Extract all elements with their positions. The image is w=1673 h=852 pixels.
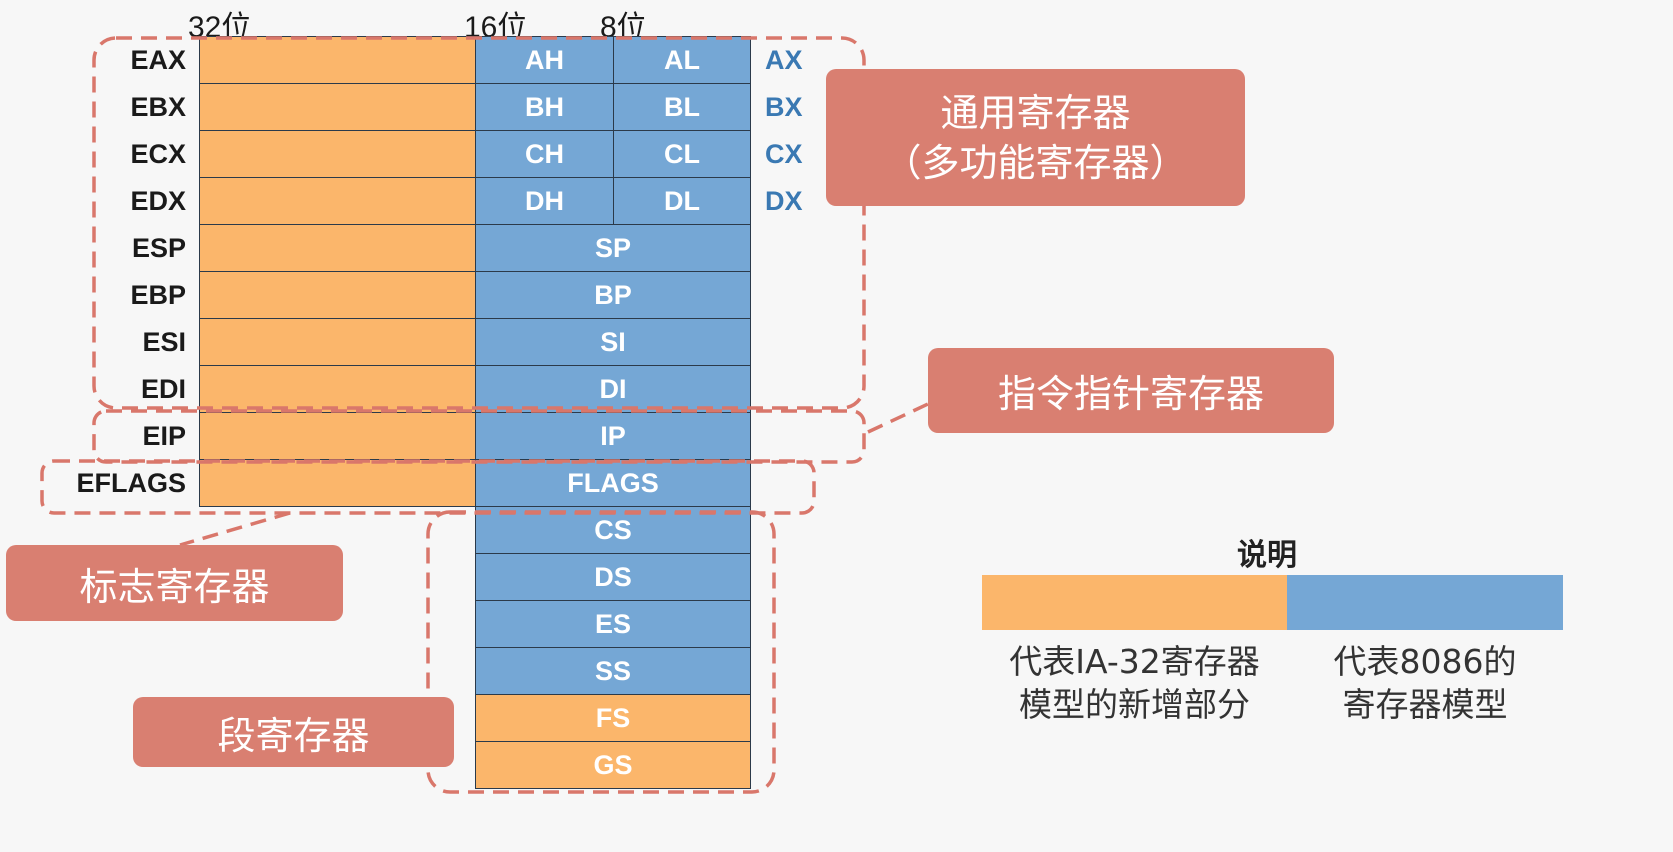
reg-upper-ecx (199, 130, 476, 178)
legend-swatch-8086 (1287, 575, 1563, 630)
reg-name-eflags: EFLAGS (76, 468, 186, 498)
reg-16-flags: FLAGS (475, 459, 751, 507)
seg-reg-ds: DS (475, 553, 751, 601)
reg-16-sp: SP (475, 224, 751, 272)
legend-ia32-line1: 代表IA-32寄存器 (1009, 642, 1260, 681)
reg-upper-ebp (199, 271, 476, 319)
reg-name-ecx: ECX (130, 139, 186, 169)
legend-swatch-ia32 (982, 575, 1287, 630)
reg-upper-eflags (199, 459, 476, 507)
general-label-line1: 通用寄存器 (940, 90, 1131, 135)
reg-name-ebp: EBP (130, 280, 186, 310)
general-group-outline (92, 36, 866, 410)
flags-group-outline (40, 459, 816, 515)
reg-low-dl: DL (613, 177, 751, 225)
legend-text-8086: 代表8086的 寄存器模型 (1287, 640, 1563, 726)
reg-x-cx: CX (765, 139, 803, 169)
seg-reg-fs: FS (475, 694, 751, 742)
ip-group-outline (92, 409, 866, 464)
general-label-line2: （多功能寄存器） (883, 140, 1188, 185)
reg-name-ebx: EBX (130, 92, 186, 122)
reg-low-bl: BL (613, 83, 751, 131)
flags-connector (179, 511, 291, 547)
general-registers-label: 通用寄存器 （多功能寄存器） (826, 69, 1245, 206)
reg-low-cl: CL (613, 130, 751, 178)
ip-connector (867, 402, 929, 434)
seg-reg-ss: SS (475, 647, 751, 695)
legend-ia32-line2: 模型的新增部分 (1019, 685, 1250, 724)
reg-name-esp: ESP (131, 233, 186, 263)
reg-16-di: DI (475, 365, 751, 413)
reg-x-ax: AX (765, 45, 803, 75)
reg-name-edx: EDX (130, 186, 186, 216)
reg-16-bp: BP (475, 271, 751, 319)
reg-name-eax: EAX (130, 45, 186, 75)
segment-group-outline (426, 510, 776, 794)
flags-register-label: 标志寄存器 (6, 545, 343, 621)
reg-low-al: AL (613, 36, 751, 84)
reg-16-ip: IP (475, 412, 751, 460)
legend-8086-line1: 代表8086的 (1333, 642, 1517, 681)
legend-8086-line2: 寄存器模型 (1342, 685, 1508, 724)
reg-x-dx: DX (765, 186, 803, 216)
segment-register-label: 段寄存器 (133, 697, 454, 767)
reg-name-esi: ESI (142, 327, 186, 357)
legend-title: 说明 (1237, 538, 1297, 573)
reg-upper-eax (199, 36, 476, 84)
reg-x-bx: BX (765, 92, 803, 122)
ip-register-label: 指令指针寄存器 (928, 348, 1334, 433)
reg-name-edi: EDI (140, 374, 186, 404)
seg-reg-gs: GS (475, 741, 751, 789)
reg-name-eip: EIP (142, 421, 186, 451)
legend-text-ia32: 代表IA-32寄存器 模型的新增部分 (982, 640, 1287, 726)
